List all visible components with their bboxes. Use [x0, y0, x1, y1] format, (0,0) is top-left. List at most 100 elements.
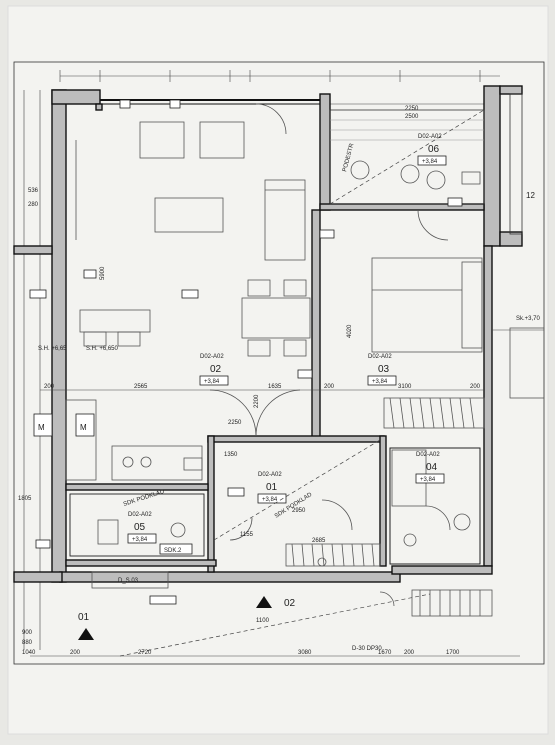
- room-05-code: D02-A02: [128, 512, 152, 518]
- dim-left-3: 5900: [100, 266, 106, 280]
- exterior-wall-top-left: [51, 89, 101, 105]
- dim-bottom-4: 200: [324, 384, 335, 390]
- section-01-label: 01: [78, 612, 90, 623]
- stair-hatch: [411, 589, 493, 617]
- marker-m1: M: [38, 423, 45, 432]
- room-tag-01: D02-A02 01 +3,84: [257, 472, 287, 504]
- room-03-num: 03: [378, 364, 390, 375]
- wc-basin: [97, 519, 119, 545]
- desk: [79, 309, 151, 333]
- plant-icon: [426, 170, 446, 190]
- room-tag-06: D02-A02 06 +3,84: [417, 134, 447, 166]
- room-01-num: 01: [266, 482, 278, 493]
- room-04-area: +3,84: [420, 477, 436, 483]
- level-sh-right: S.H. +6,650: [86, 346, 119, 352]
- dim-mid-a: 1350: [224, 452, 238, 458]
- room-06-num: 06: [428, 144, 440, 155]
- dim-bot-c: 2720: [138, 650, 152, 656]
- room-02-area: +3,84: [204, 379, 220, 385]
- hall-wardrobe: [285, 543, 381, 567]
- dining-table: [241, 297, 311, 339]
- section-marker-01: 01: [78, 612, 94, 640]
- dim-left-2: 280: [28, 202, 39, 208]
- balcony-hatch: [329, 109, 485, 205]
- room-04-code: D02-A02: [416, 452, 440, 458]
- toilet-icon: [403, 533, 417, 547]
- dim-mid-4: 4020: [347, 324, 353, 338]
- interior-wall-bedroom: [311, 209, 321, 439]
- room-05-num: 05: [134, 522, 146, 533]
- room-01-code: D02-A02: [258, 472, 282, 478]
- room-05-area: +3,84: [132, 537, 148, 543]
- dim-bottom-6: 200: [470, 384, 481, 390]
- dim-mid-b: 2250: [228, 420, 242, 426]
- interior-wall-hall-top: [207, 435, 385, 443]
- dim-left-900: 900: [22, 630, 33, 636]
- exterior-wall-left: [51, 89, 67, 583]
- room-06-code: D02-A02: [418, 134, 442, 140]
- exterior-wall-right: [483, 245, 493, 567]
- dim-bot-e: 1670: [378, 650, 392, 656]
- room-06-area: +3,84: [422, 159, 438, 165]
- room-tag-05: D02-A02 05 +3,84: [127, 512, 157, 544]
- dim-left-880: 880: [22, 640, 33, 646]
- dim-mid-g: 1155: [240, 532, 254, 538]
- coffee-table: [154, 197, 224, 233]
- plant-icon: [350, 160, 370, 180]
- dim-mid-d: 2685: [312, 538, 326, 544]
- oven-marker: [75, 413, 95, 437]
- marker-m2: M: [80, 423, 87, 432]
- dim-top-w: 2250: [405, 106, 419, 112]
- armchair: [199, 121, 245, 159]
- interior-wall-bath-left: [379, 435, 387, 567]
- sofa: [264, 179, 306, 261]
- room-02-code: D02-A02: [200, 354, 224, 360]
- dim-left-1805: 1805: [18, 496, 32, 502]
- room-01-area: +3,84: [262, 497, 278, 503]
- room-03-area: +3,84: [372, 379, 388, 385]
- level-sk-right: Sk.+3,70: [516, 316, 541, 322]
- dim-bottom-1: 200: [44, 384, 55, 390]
- dim-mid-e: 1100: [256, 618, 270, 624]
- dim-bot-f: 200: [404, 650, 415, 656]
- section-02-label: 02: [284, 598, 296, 609]
- dim-top-w2: 2500: [405, 114, 419, 120]
- toilet-icon: [170, 522, 186, 538]
- wall-balcony-left: [319, 93, 331, 211]
- dim-bot-b: 200: [70, 650, 81, 656]
- wardrobe: [383, 397, 485, 429]
- interior-wall-wc-top: [65, 483, 209, 491]
- room-tag-03: D02-A02 03 +3,84: [367, 354, 397, 386]
- dim-bot-a: 1040: [22, 650, 36, 656]
- level-sh-left: S.H. +6,65: [38, 346, 67, 352]
- kitchen-counter: [65, 399, 97, 481]
- dim-bot-g: 1700: [446, 650, 460, 656]
- room-03-code: D02-A02: [368, 354, 392, 360]
- dim-bottom-3: 1635: [268, 384, 282, 390]
- sdk2-label: SDK.2: [164, 548, 182, 554]
- dim-mid-c: 2950: [292, 508, 306, 514]
- room-tag-02: D02-A02 02 +3,84: [199, 354, 229, 386]
- washbasin-icon: [453, 513, 471, 531]
- section-marker-02: 02: [256, 596, 296, 609]
- fridge-marker: [33, 413, 53, 437]
- dim-bottom-2: 2565: [134, 384, 148, 390]
- section-12: 12: [526, 191, 535, 200]
- exterior-wall-bottom: [59, 571, 401, 583]
- room-04-num: 04: [426, 462, 438, 473]
- exterior-wall-right-top: [483, 85, 501, 247]
- room-02-num: 02: [210, 364, 222, 375]
- dim-left-1: 536: [28, 188, 39, 194]
- dim-bot-d: 3080: [298, 650, 312, 656]
- marker-dp30: D-30 DP30: [352, 646, 382, 652]
- dim-bottom-5: 3100: [398, 384, 412, 390]
- plant-icon: [400, 164, 420, 184]
- interior-wall-hall-left: [207, 435, 215, 573]
- sdk2-tag: [159, 543, 193, 555]
- marker-d-s03: D_S.03: [118, 578, 139, 584]
- room-tag-04: D02-A02 04 +3,84: [415, 452, 445, 484]
- dim-mid-f: 2200: [254, 394, 260, 408]
- armchair: [139, 121, 185, 159]
